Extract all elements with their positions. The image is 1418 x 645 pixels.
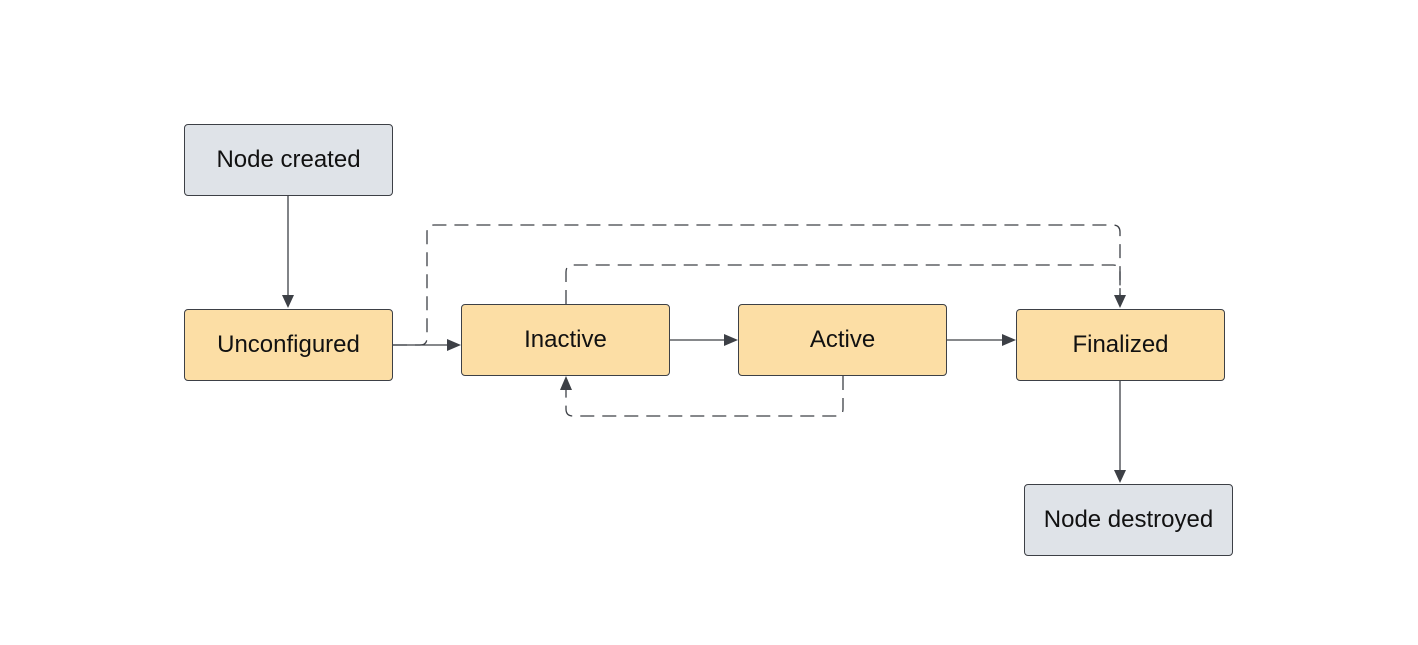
inactive-state-box: Inactive: [461, 304, 670, 376]
edge-finalized-to-destroyed: [1114, 381, 1126, 483]
edge-unconfigured-to-finalized: [393, 224, 1126, 346]
active-state-label: Active: [809, 326, 876, 353]
edge-active-to-inactive: [560, 376, 844, 417]
inactive-state-label: Inactive: [524, 326, 607, 353]
node-created-label: Node created: [216, 146, 361, 173]
node-destroyed-label: Node destroyed: [1043, 506, 1214, 533]
node-created-box: Node created: [184, 124, 393, 196]
unconfigured-state-box: Unconfigured: [184, 309, 393, 381]
finalized-state-label: Finalized: [1072, 331, 1169, 358]
finalized-state-box: Finalized: [1016, 309, 1225, 381]
edge-active-to-finalized: [947, 334, 1016, 346]
edge-inactive-to-finalized: [565, 264, 1121, 304]
edge-inactive-to-active: [670, 334, 738, 346]
unconfigured-state-label: Unconfigured: [217, 331, 360, 358]
node-destroyed-box: Node destroyed: [1024, 484, 1233, 556]
edge-created-to-unconfigured: [282, 196, 294, 308]
active-state-box: Active: [738, 304, 947, 376]
